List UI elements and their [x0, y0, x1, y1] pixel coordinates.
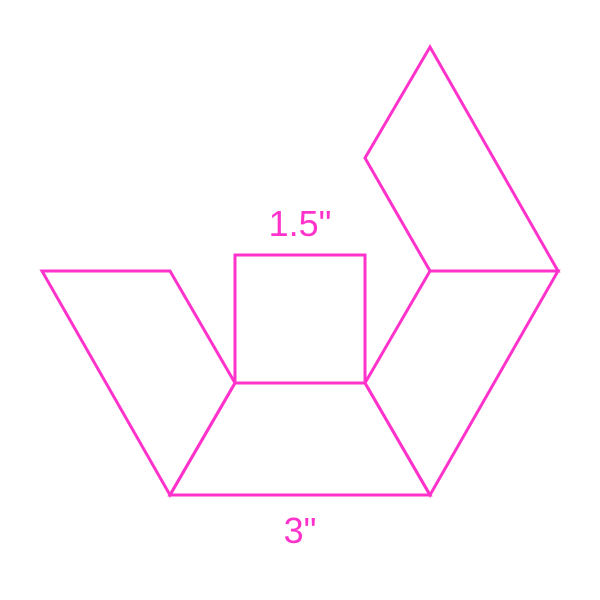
left-parallelogram	[39, 269, 237, 499]
right-lower-rhombus	[363, 269, 561, 499]
center-square	[233, 253, 367, 385]
bottom-dimension-label: 3"	[284, 510, 317, 551]
right-upper-parallelogram	[363, 44, 561, 273]
top-dimension-label: 1.5"	[269, 203, 332, 244]
bottom-trapezoid	[167, 381, 433, 497]
